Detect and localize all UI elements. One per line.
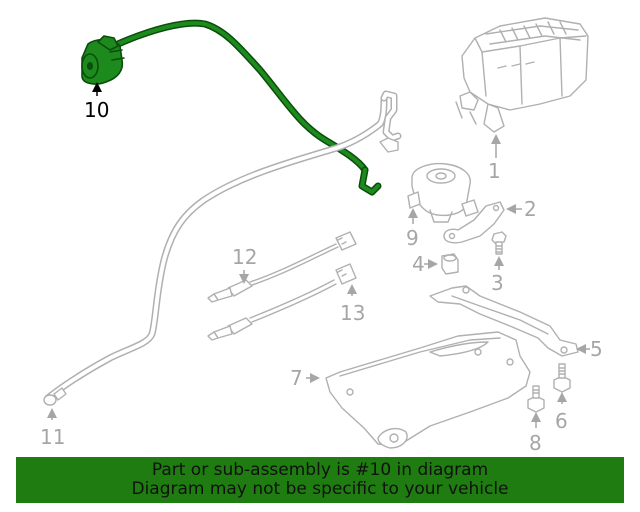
callout-6: 6 bbox=[555, 392, 568, 433]
banner-line-2: Diagram may not be specific to your vehi… bbox=[131, 479, 509, 499]
banner-line-1: Part or sub-assembly is #10 in diagram bbox=[151, 460, 489, 480]
callout-9-label: 9 bbox=[406, 226, 419, 250]
callout-12: 12 bbox=[232, 245, 257, 284]
parts-diagram: 1 9 2 3 4 bbox=[40, 17, 603, 455]
callout-6-label: 6 bbox=[555, 409, 568, 433]
part-2-bracket[interactable] bbox=[443, 201, 505, 244]
part-9-valve[interactable] bbox=[407, 162, 479, 223]
callout-8: 8 bbox=[529, 412, 542, 455]
callout-3: 3 bbox=[491, 256, 504, 295]
part-7-shield[interactable] bbox=[325, 331, 531, 449]
callout-10-label: 10 bbox=[84, 98, 109, 122]
callout-7-label: 7 bbox=[290, 366, 303, 390]
part-8-bolt[interactable] bbox=[527, 385, 545, 413]
callout-10: 10 bbox=[84, 82, 109, 122]
callout-4: 4 bbox=[412, 252, 438, 276]
callout-4-label: 4 bbox=[412, 252, 425, 276]
callout-2-label: 2 bbox=[524, 197, 537, 221]
part-3-bolt[interactable] bbox=[491, 231, 507, 255]
part-10-hose-assembly[interactable] bbox=[81, 19, 382, 196]
part-11-tube[interactable] bbox=[43, 90, 402, 406]
info-banner: Part or sub-assembly is #10 in diagram D… bbox=[16, 457, 624, 503]
part-6-bolt[interactable] bbox=[553, 363, 571, 393]
callout-2: 2 bbox=[506, 197, 537, 221]
part-1-canister[interactable] bbox=[455, 17, 589, 133]
callout-7: 7 bbox=[290, 366, 320, 390]
callout-12-label: 12 bbox=[232, 245, 257, 269]
callout-5: 5 bbox=[576, 337, 603, 361]
callout-3-label: 3 bbox=[491, 271, 504, 295]
callout-8-label: 8 bbox=[529, 431, 542, 455]
callout-1: 1 bbox=[488, 134, 501, 183]
callout-11-label: 11 bbox=[40, 425, 65, 449]
part-5-bracket[interactable] bbox=[429, 285, 579, 357]
callout-13-label: 13 bbox=[340, 301, 365, 325]
callout-11: 11 bbox=[40, 408, 65, 449]
callout-9: 9 bbox=[406, 208, 419, 250]
callout-5-label: 5 bbox=[590, 337, 603, 361]
callout-13: 13 bbox=[340, 284, 365, 325]
part-12-sensor[interactable] bbox=[207, 231, 357, 303]
part-13-sensor[interactable] bbox=[207, 263, 357, 341]
callout-1-label: 1 bbox=[488, 159, 501, 183]
part-4-grommet[interactable] bbox=[441, 253, 459, 275]
